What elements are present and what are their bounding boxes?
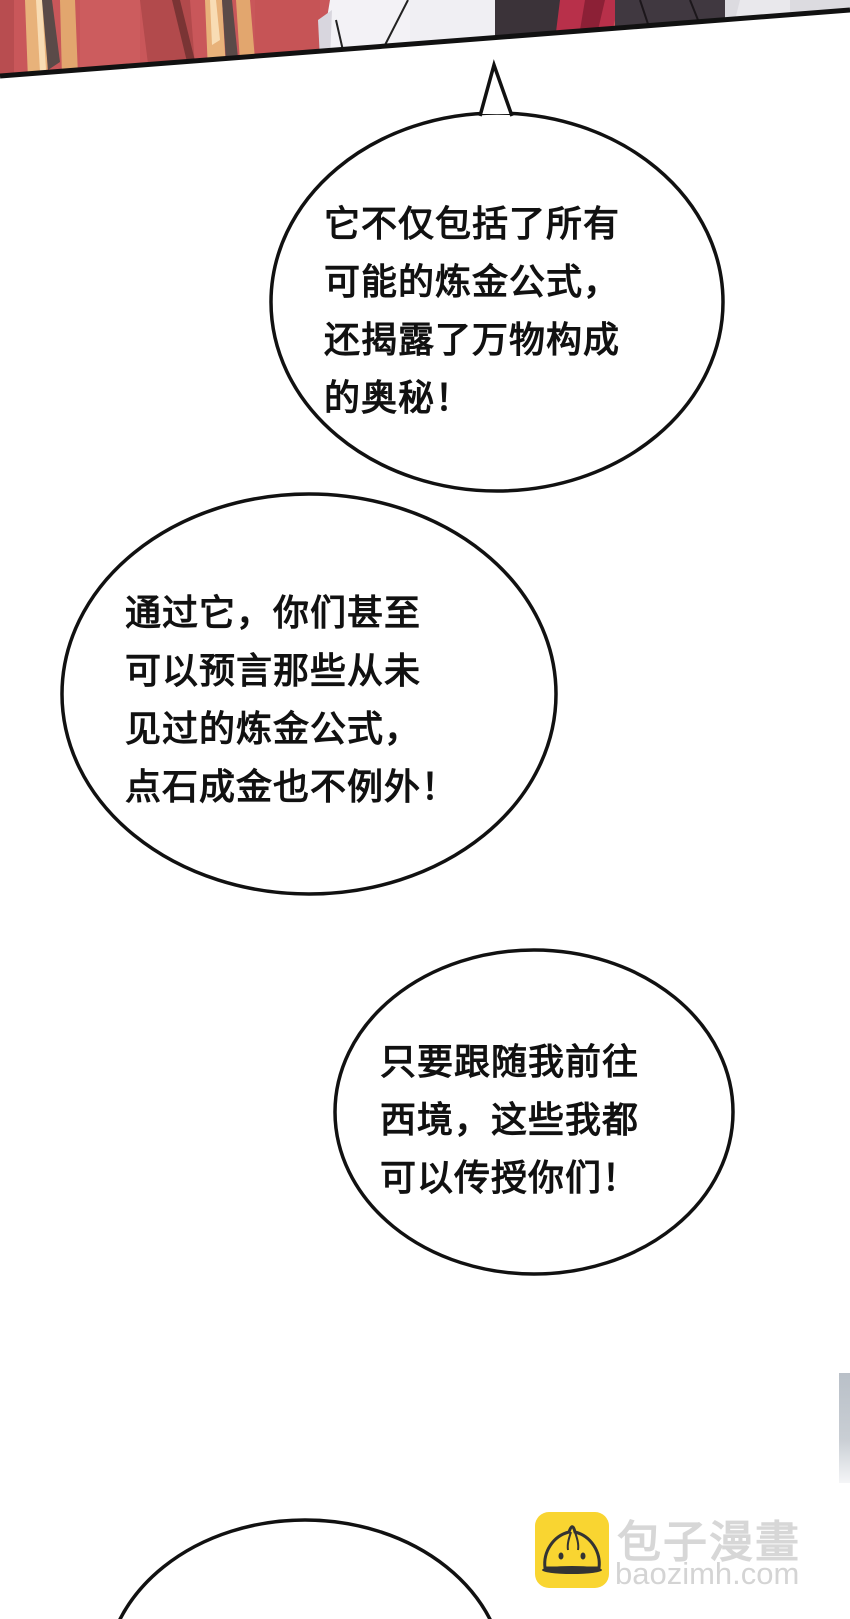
bubble-1-line: 的奥秘！ — [324, 378, 473, 419]
site-watermark: 包子漫畫 baozimh.com — [535, 1512, 825, 1592]
speech-bubble-2-outline — [60, 492, 558, 896]
panel-border — [0, 7, 850, 79]
bubble-1-line: 它不仅包括了所有 — [324, 204, 621, 245]
watermark-url: baozimh.com — [615, 1556, 800, 1591]
speech-bubble-1-outline — [269, 59, 725, 493]
steamed-bun-logo-icon — [535, 1512, 609, 1588]
speech-bubble-1: 它不仅包括了所有 可能的炼金公式， 还揭露了万物构成 的奥秘！ — [324, 196, 620, 428]
bubble-3-line: 只要跟随我前往 — [380, 1042, 640, 1083]
bubble-2-line: 见过的炼金公式， — [125, 709, 422, 750]
speech-bubble-3: 只要跟随我前往 西境，这些我都 可以传授你们！ — [380, 1034, 639, 1208]
bubble-2-line: 可以预言那些从未 — [125, 651, 422, 692]
bubble-1-line: 可能的炼金公式， — [324, 262, 621, 303]
bubble-2-line: 点石成金也不例外！ — [125, 767, 459, 808]
bubble-3-line: 西境，这些我都 — [380, 1100, 640, 1141]
bubble-3-line: 可以传授你们！ — [380, 1158, 640, 1199]
speech-bubble-2: 通过它，你们甚至 可以预言那些从未 见过的炼金公式， 点石成金也不例外！ — [125, 585, 458, 817]
watermark-title: 包子漫畫 — [617, 1517, 801, 1568]
panel-edge-fragment — [839, 1373, 850, 1483]
speech-bubble-4-outline — [118, 1518, 492, 1619]
speech-bubble-3-outline — [333, 948, 735, 1276]
bubble-2-line: 通过它，你们甚至 — [125, 593, 422, 634]
bubble-1-line: 还揭露了万物构成 — [324, 320, 621, 361]
